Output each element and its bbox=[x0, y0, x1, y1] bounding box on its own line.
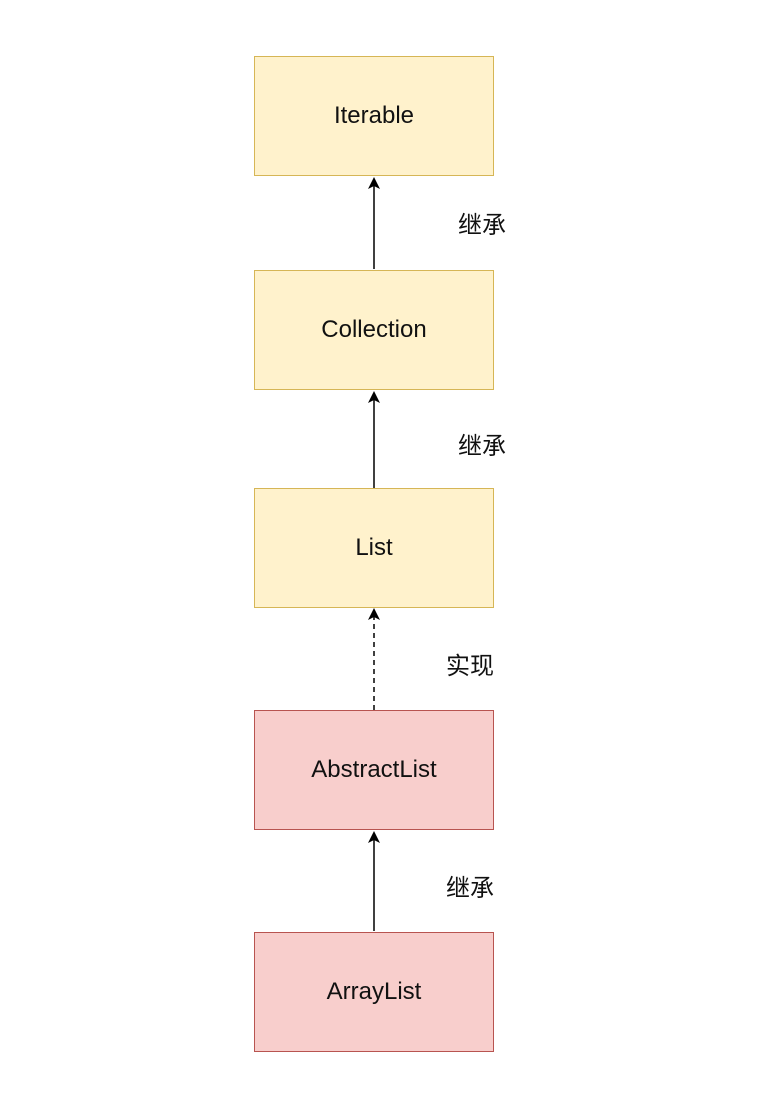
node-arraylist-label: ArrayList bbox=[326, 978, 422, 1005]
edge-label-inherit-3: 继承 bbox=[446, 875, 494, 902]
node-arraylist: ArrayList bbox=[254, 932, 494, 1052]
node-iterable-label: Iterable bbox=[333, 102, 415, 129]
edge-label-inherit-1: 继承 bbox=[458, 212, 506, 239]
node-iterable: Iterable bbox=[254, 56, 494, 176]
node-abstractlist: AbstractList bbox=[254, 710, 494, 830]
edge-label-inherit-2: 继承 bbox=[458, 433, 506, 460]
node-list-label: List bbox=[355, 534, 393, 561]
node-list: List bbox=[254, 488, 494, 608]
node-collection: Collection bbox=[254, 270, 494, 390]
node-collection-label: Collection bbox=[321, 316, 427, 343]
edge-label-implement: 实现 bbox=[446, 653, 494, 680]
node-abstractlist-label: AbstractList bbox=[311, 756, 437, 783]
